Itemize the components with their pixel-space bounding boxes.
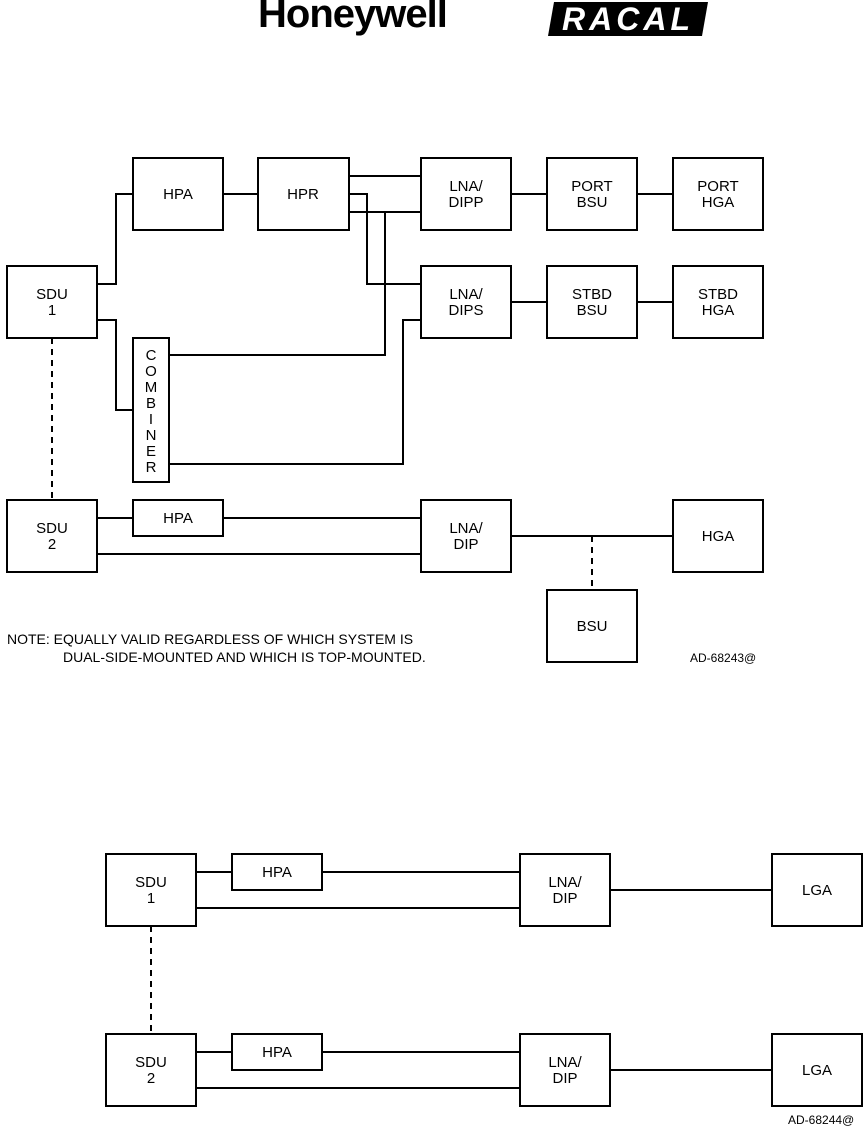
fig2-lna1-box: LNA/ DIP [520, 854, 610, 926]
fig2-hpa1-box: HPA [232, 854, 322, 890]
svg-text:SDU: SDU [135, 874, 167, 891]
fig2-hpa2-box: HPA [232, 1034, 322, 1070]
fig1-stbd-bsu-box: STBD BSU [547, 266, 637, 338]
svg-text:SDU: SDU [135, 1054, 167, 1071]
fig2-lna2-box: LNA/ DIP [520, 1034, 610, 1106]
svg-text:BSU: BSU [577, 194, 608, 211]
fig2-sdu1-box: SDU 1 [106, 854, 196, 926]
svg-text:LNA/: LNA/ [548, 874, 582, 891]
svg-text:DIPS: DIPS [448, 302, 483, 319]
fig1-hpa-bottom-box: HPA [133, 500, 223, 536]
svg-text:LGA: LGA [802, 1062, 832, 1079]
fig1-hpr-box: HPR [258, 158, 349, 230]
svg-text:HPA: HPA [262, 864, 292, 881]
svg-text:B: B [146, 395, 156, 412]
svg-text:HPA: HPA [163, 186, 193, 203]
svg-text:2: 2 [48, 536, 56, 553]
fig2-reference: AD-68244@ [788, 1113, 854, 1127]
svg-text:HPA: HPA [163, 510, 193, 527]
fig1-port-hga-box: PORT HGA [673, 158, 763, 230]
svg-text:BSU: BSU [577, 618, 608, 635]
svg-text:PORT: PORT [571, 178, 612, 195]
svg-text:LNA/: LNA/ [548, 1054, 582, 1071]
fig1-lna-dipp-box: LNA/ DIPP [421, 158, 511, 230]
fig1-hga-box: HGA [673, 500, 763, 572]
svg-text:SDU: SDU [36, 520, 68, 537]
svg-text:HGA: HGA [702, 528, 735, 545]
note-line-2: DUAL-SIDE-MOUNTED AND WHICH IS TOP-MOUNT… [63, 649, 426, 665]
svg-text:HPA: HPA [262, 1044, 292, 1061]
svg-text:PORT: PORT [697, 178, 738, 195]
fig1-bsu-box: BSU [547, 590, 637, 662]
svg-text:DIP: DIP [552, 890, 577, 907]
svg-text:LNA/: LNA/ [449, 520, 483, 537]
fig1-sdu1-box: SDU 1 [7, 266, 97, 338]
fig1-stbd-hga-box: STBD HGA [673, 266, 763, 338]
svg-text:M: M [145, 379, 158, 396]
fig1-lna-dip-box: LNA/ DIP [421, 500, 511, 572]
fig2-sdu2-box: SDU 2 [106, 1034, 196, 1106]
svg-text:1: 1 [147, 890, 155, 907]
svg-text:HPR: HPR [287, 186, 319, 203]
svg-text:C: C [146, 347, 157, 364]
svg-text:O: O [145, 363, 157, 380]
svg-text:LGA: LGA [802, 882, 832, 899]
svg-text:BSU: BSU [577, 302, 608, 319]
fig1-combiner-box: C O M B I N E R [133, 338, 169, 482]
fig2-lga1-box: LGA [772, 854, 862, 926]
fig1-sdu2-box: SDU 2 [7, 500, 97, 572]
fig2-lga2-box: LGA [772, 1034, 862, 1106]
svg-text:STBD: STBD [572, 286, 612, 303]
svg-text:STBD: STBD [698, 286, 738, 303]
svg-text:DIPP: DIPP [448, 194, 483, 211]
fig1-reference: AD-68243@ [690, 651, 756, 665]
svg-text:2: 2 [147, 1070, 155, 1087]
svg-text:R: R [146, 459, 157, 476]
svg-text:N: N [146, 427, 157, 444]
svg-text:SDU: SDU [36, 286, 68, 303]
svg-text:HGA: HGA [702, 194, 735, 211]
svg-text:E: E [146, 443, 156, 460]
svg-text:DIP: DIP [453, 536, 478, 553]
svg-text:I: I [149, 411, 153, 428]
fig1-lna-dips-box: LNA/ DIPS [421, 266, 511, 338]
fig1-port-bsu-box: PORT BSU [547, 158, 637, 230]
note-line-1: NOTE: EQUALLY VALID REGARDLESS OF WHICH … [7, 631, 413, 647]
svg-text:DIP: DIP [552, 1070, 577, 1087]
fig1-hpa-box: HPA [133, 158, 223, 230]
svg-text:LNA/: LNA/ [449, 178, 483, 195]
svg-text:1: 1 [48, 302, 56, 319]
svg-text:LNA/: LNA/ [449, 286, 483, 303]
svg-text:HGA: HGA [702, 302, 735, 319]
